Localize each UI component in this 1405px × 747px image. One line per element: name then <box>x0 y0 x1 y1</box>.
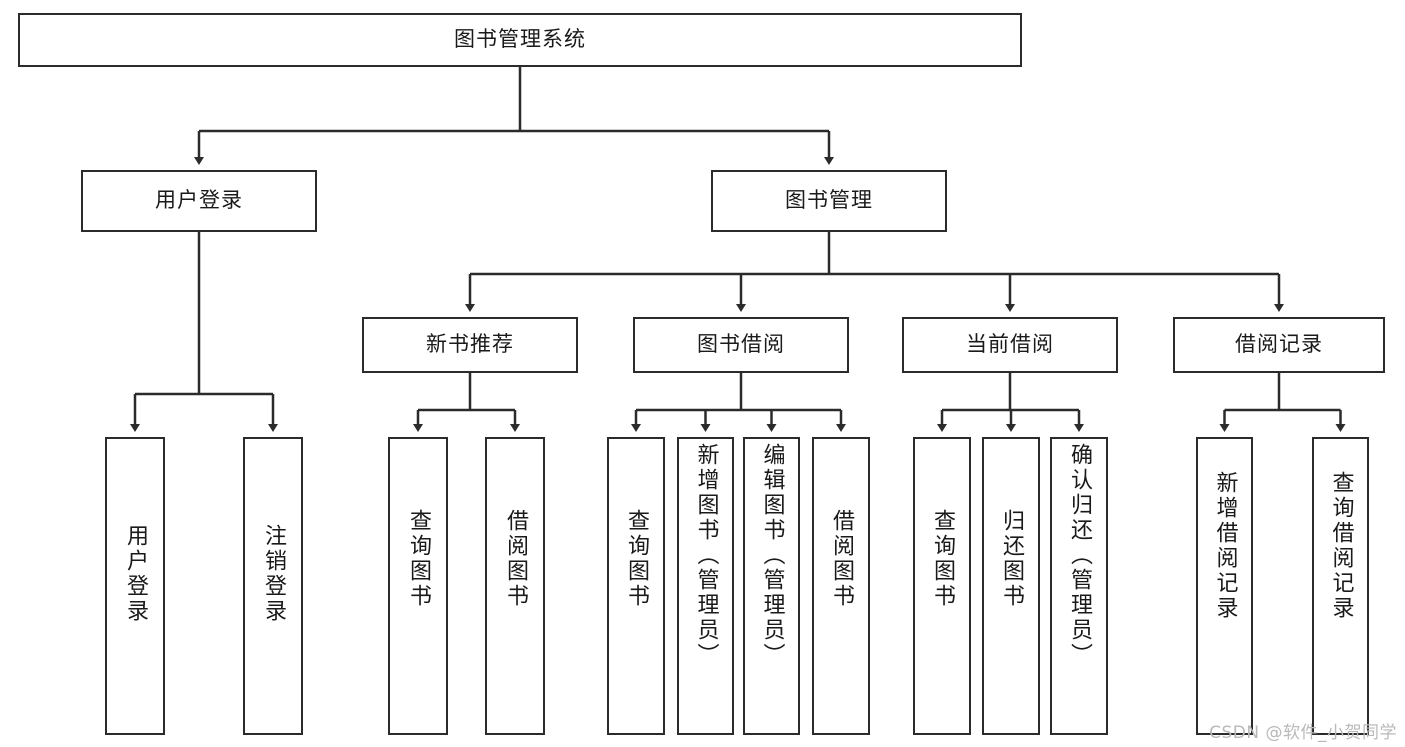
node-book-borrow-label: 图书借阅 <box>697 332 785 357</box>
node-leaf-user-logout-label: 注销登录 <box>260 524 286 624</box>
node-new-book-recommend-label: 新书推荐 <box>426 332 514 357</box>
node-leaf-query-book-1-label: 查询图书 <box>405 509 431 609</box>
node-leaf-edit-book[interactable]: 编辑图书（管理员） <box>743 437 800 735</box>
node-leaf-user-logout[interactable]: 注销登录 <box>243 437 303 735</box>
node-current-borrow[interactable]: 当前借阅 <box>902 317 1118 373</box>
node-leaf-query-record-label: 查询借阅记录 <box>1328 471 1354 621</box>
node-leaf-add-book-label: 新增图书（管理员） <box>693 443 719 668</box>
node-leaf-add-record-label: 新增借阅记录 <box>1212 471 1238 621</box>
node-leaf-query-book-3-label: 查询图书 <box>929 509 955 609</box>
node-leaf-user-login-label: 用户登录 <box>122 524 148 624</box>
node-leaf-confirm-return-label: 确认归还（管理员） <box>1066 443 1092 668</box>
node-leaf-query-book-2[interactable]: 查询图书 <box>607 437 665 735</box>
node-leaf-add-record[interactable]: 新增借阅记录 <box>1196 437 1253 735</box>
node-borrow-record-label: 借阅记录 <box>1235 332 1323 357</box>
node-borrow-record[interactable]: 借阅记录 <box>1173 317 1385 373</box>
node-leaf-edit-book-label: 编辑图书（管理员） <box>759 443 785 668</box>
node-leaf-confirm-return[interactable]: 确认归还（管理员） <box>1050 437 1108 735</box>
node-book-manage[interactable]: 图书管理 <box>711 170 947 232</box>
watermark-text: CSDN @软件_小贺同学 <box>1209 723 1397 743</box>
node-leaf-query-book-1[interactable]: 查询图书 <box>388 437 448 735</box>
node-leaf-borrow-book-1-label: 借阅图书 <box>502 509 528 609</box>
node-leaf-query-record[interactable]: 查询借阅记录 <box>1312 437 1369 735</box>
node-leaf-borrow-book-2-label: 借阅图书 <box>828 509 854 609</box>
node-root[interactable]: 图书管理系统 <box>18 13 1022 67</box>
node-new-book-recommend[interactable]: 新书推荐 <box>362 317 578 373</box>
node-leaf-query-book-3[interactable]: 查询图书 <box>913 437 971 735</box>
node-leaf-borrow-book-1[interactable]: 借阅图书 <box>485 437 545 735</box>
node-leaf-query-book-2-label: 查询图书 <box>623 509 649 609</box>
node-user-login[interactable]: 用户登录 <box>81 170 317 232</box>
node-current-borrow-label: 当前借阅 <box>966 332 1054 357</box>
node-book-borrow[interactable]: 图书借阅 <box>633 317 849 373</box>
node-book-manage-label: 图书管理 <box>785 188 873 213</box>
node-leaf-user-login[interactable]: 用户登录 <box>105 437 165 735</box>
node-leaf-borrow-book-2[interactable]: 借阅图书 <box>812 437 870 735</box>
node-leaf-add-book[interactable]: 新增图书（管理员） <box>677 437 734 735</box>
node-root-label: 图书管理系统 <box>454 27 586 52</box>
node-leaf-return-book-label: 归还图书 <box>998 509 1024 609</box>
node-leaf-return-book[interactable]: 归还图书 <box>982 437 1040 735</box>
node-user-login-label: 用户登录 <box>155 188 243 213</box>
